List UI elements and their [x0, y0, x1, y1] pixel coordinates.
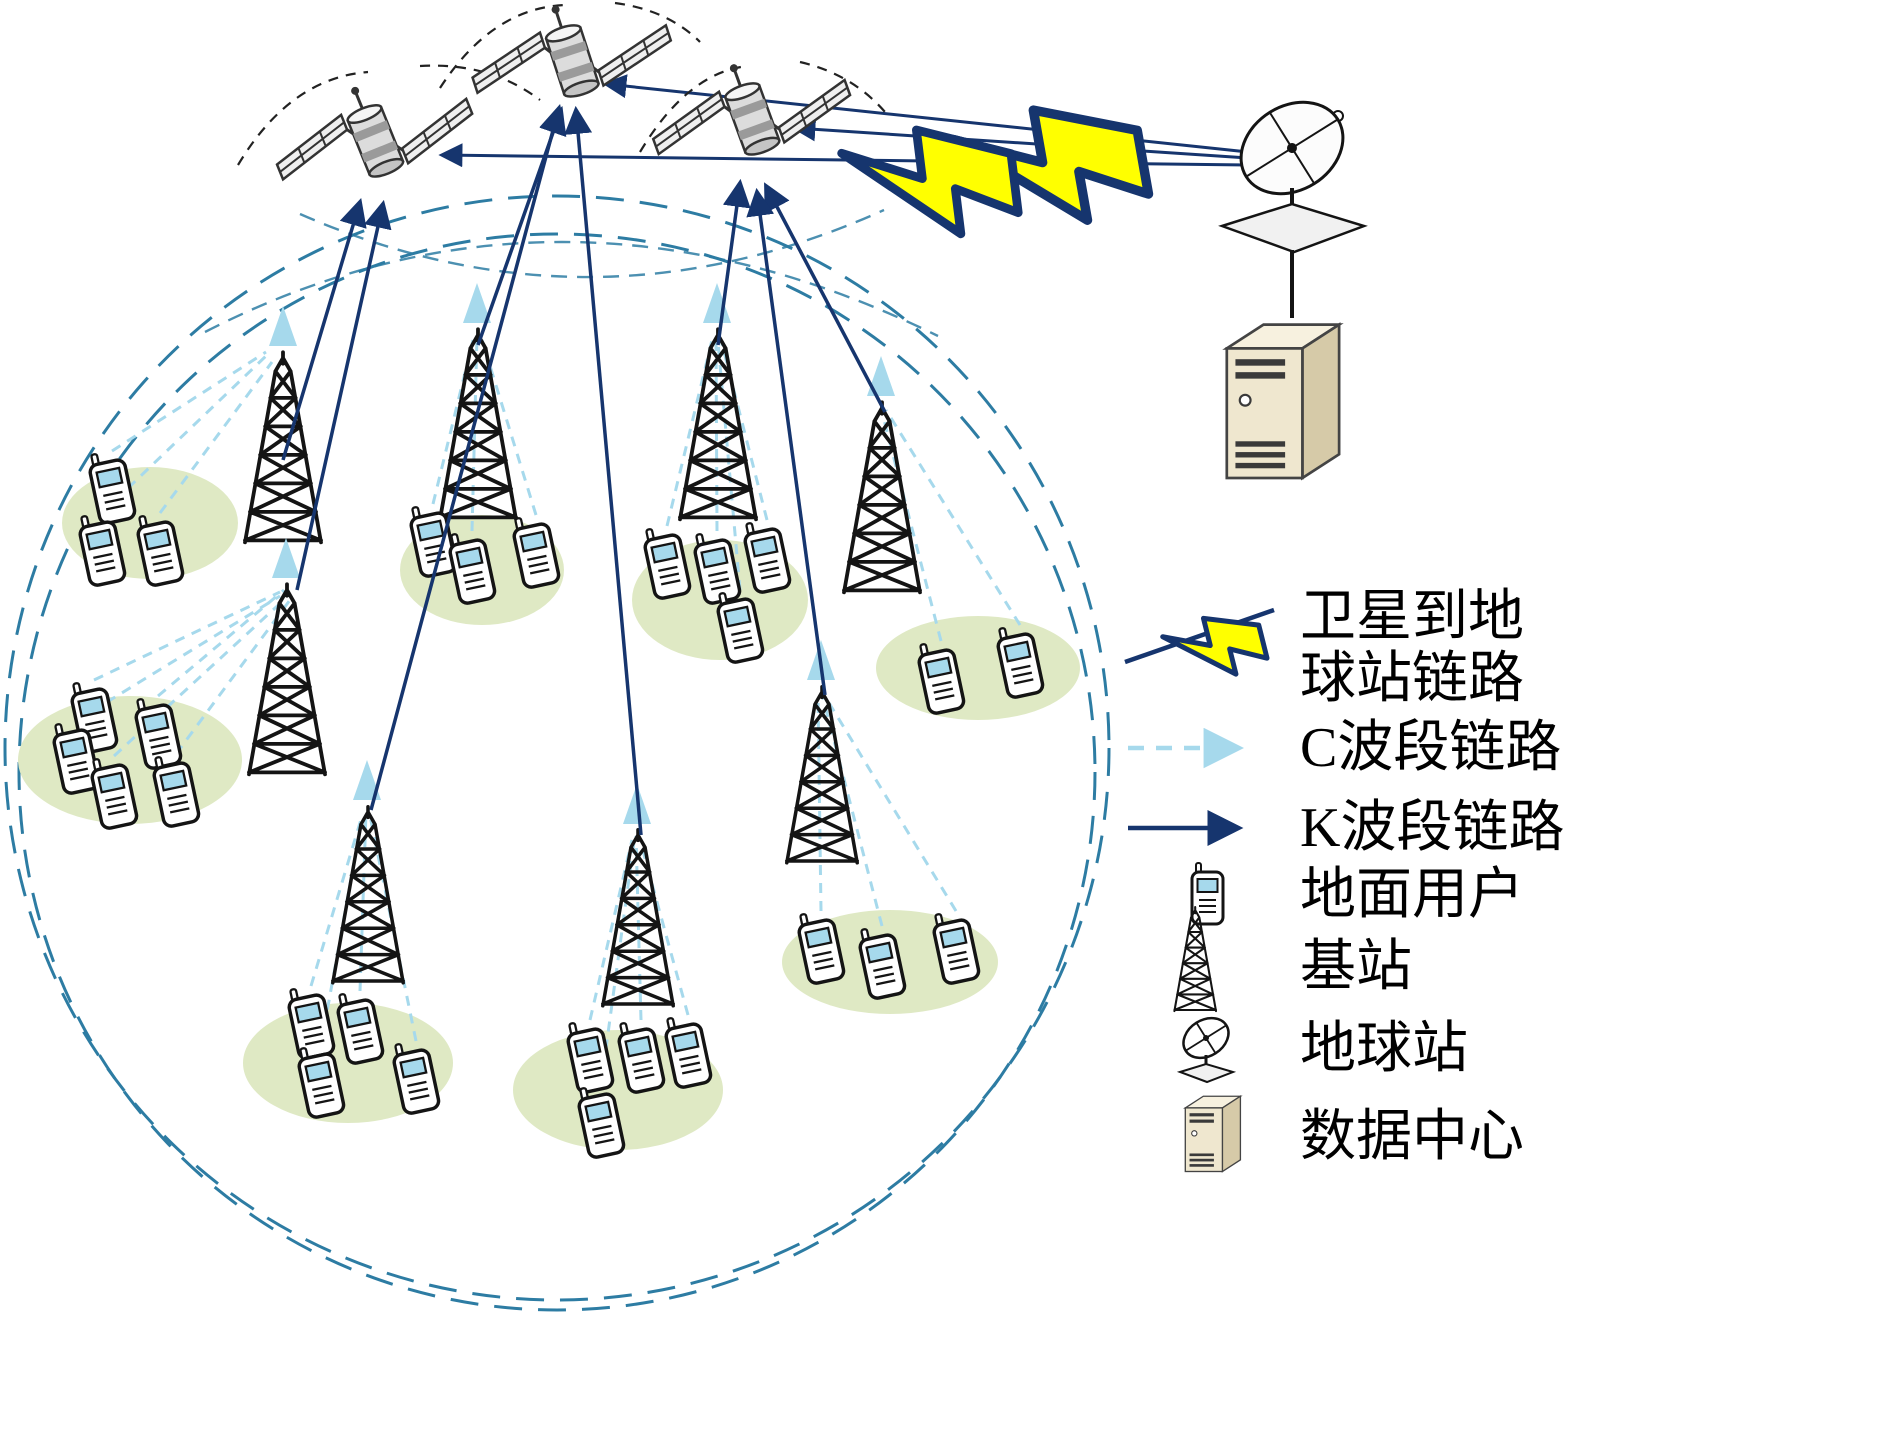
legend-item-c-band: C波段链路 — [1128, 717, 1561, 779]
base-station-tower-icon — [601, 828, 675, 1008]
c-band-link-line — [309, 815, 364, 987]
legend-label: 数据中心 — [1300, 1106, 1524, 1168]
globe-circle — [17, 232, 1097, 1312]
c-band-link-line — [111, 350, 267, 453]
earth-station — [1218, 100, 1368, 318]
k-band-link-line — [369, 103, 567, 811]
coverage-ellipse — [876, 616, 1080, 720]
dish-platform — [1218, 202, 1368, 254]
c-band-link-line — [719, 339, 769, 521]
base-station-tower-icon — [678, 327, 758, 522]
c-band-link-line — [880, 411, 943, 642]
base-station-tower-icon — [247, 582, 327, 777]
satellite-icon — [457, 0, 680, 127]
k-band-links — [281, 103, 887, 836]
k-band-link-line — [716, 178, 751, 346]
c-band-arrow-icon — [272, 538, 300, 578]
legend-label: 地面用户 — [1300, 864, 1524, 926]
legend-label: K波段链路 — [1300, 797, 1564, 859]
satellite-earth-link-line-icon — [1124, 607, 1275, 665]
k-band-link-line — [764, 182, 887, 413]
earth-station-icon — [1176, 1016, 1237, 1084]
c-band-uplink-arrows — [269, 283, 895, 824]
satellites — [237, 0, 886, 213]
orbit-arc — [204, 240, 939, 338]
c-band-link-line — [93, 590, 281, 682]
earth-station-dish-icon — [1239, 100, 1345, 196]
legend-item-data-center: 数据中心 — [1184, 1095, 1524, 1173]
c-band-link-line — [157, 588, 285, 698]
legend-label: 地球站 — [1300, 1018, 1468, 1080]
satellite-icon — [637, 28, 860, 188]
legend-label: 卫星到地 — [1300, 586, 1524, 648]
base-station-tower-icon — [785, 685, 859, 865]
base-station-tower-icon — [331, 805, 405, 985]
c-band-link-line — [358, 811, 368, 992]
legend-item-ground-user: 地面用户 — [1190, 861, 1524, 926]
satellite-earth-link-line — [791, 117, 1249, 160]
base-station-tower-icon — [842, 400, 922, 595]
legend: 卫星到地 球站链路 C波段链路 K波段链路 地面用户 基站 — [1124, 586, 1564, 1173]
c-band-link-line — [884, 409, 1022, 626]
c-band-link-line — [665, 339, 714, 527]
data-center-icon — [1184, 1095, 1242, 1173]
ground-user-icon — [1190, 861, 1225, 926]
c-band-arrow-icon — [269, 306, 297, 346]
orbit-arc — [439, 3, 566, 89]
k-band-link-line — [281, 197, 367, 461]
c-band-link-line — [588, 839, 634, 1021]
k-band-link-line — [746, 187, 827, 696]
orbit-arc — [419, 64, 541, 101]
lightning-bolt-icon — [840, 119, 1020, 247]
legend-label: C波段链路 — [1300, 717, 1561, 779]
legend-label: 基站 — [1300, 936, 1412, 998]
satellite-icon — [259, 48, 483, 213]
k-band-link-line — [295, 199, 392, 591]
c-band-link-line — [158, 361, 274, 514]
c-band-link-line — [174, 599, 292, 755]
data-center-server-icon — [1225, 323, 1341, 480]
c-band-link-line — [634, 835, 643, 1021]
k-band-link-line — [564, 105, 643, 836]
legend-label: 球站链路 — [1300, 648, 1524, 710]
legend-item-base-station: 基站 — [1173, 905, 1412, 1013]
c-band-link-line — [824, 697, 958, 912]
orbit-arc — [237, 70, 369, 166]
legend-item-earth-station: 地球站 — [1176, 1016, 1468, 1084]
legend-item-k-band: K波段链路 — [1128, 797, 1564, 859]
legend-item-satellite-earth-link: 卫星到地 球站链路 — [1124, 586, 1524, 710]
globe-circle — [3, 194, 1111, 1302]
c-band-arrow-icon — [867, 356, 895, 396]
globe-outline — [3, 194, 1111, 1312]
satellite-earth-links — [438, 74, 1249, 247]
